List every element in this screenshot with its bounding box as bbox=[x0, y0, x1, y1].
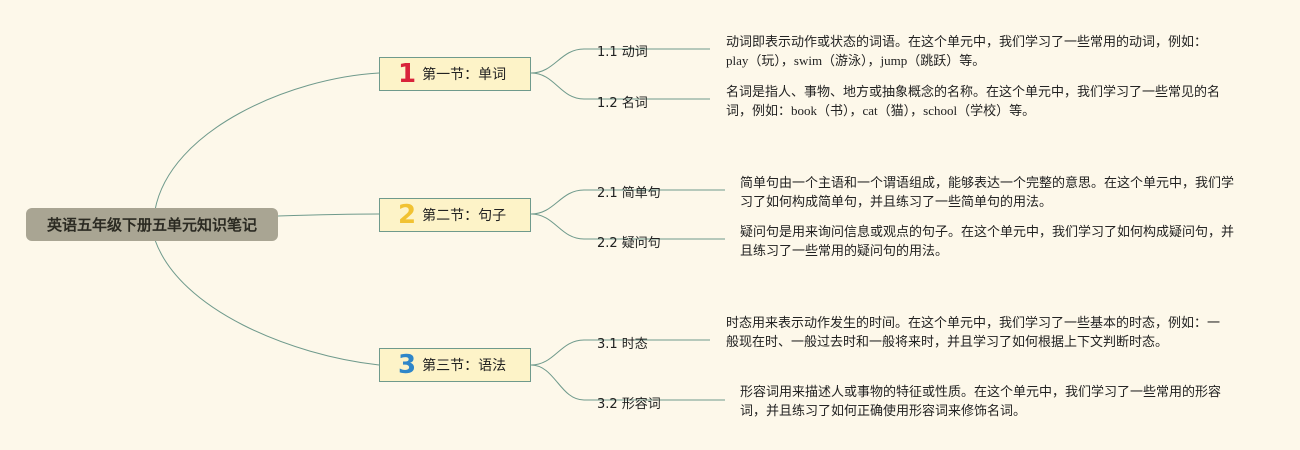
section-title: 第一节：单词 bbox=[422, 67, 507, 83]
description-3-2: 形容词用来描述人或事物的特征或性质。在这个单元中，我们学习了一些常用的形容词，并… bbox=[740, 384, 1222, 418]
number-two-icon: 2 bbox=[398, 200, 417, 230]
connector-root-s1 bbox=[154, 72, 380, 211]
description-3-1: 时态用来表示动作发生的时间。在这个单元中，我们学习了一些基本的时态，例如：一般现… bbox=[726, 315, 1221, 349]
number-three-icon: 3 bbox=[398, 350, 417, 380]
connector-s3-1 bbox=[530, 339, 710, 366]
description-2-2: 疑问句是用来询问信息或观点的句子。在这个单元中，我们学习了如何构成疑问句，并且练… bbox=[740, 224, 1235, 258]
subtopic-1-1[interactable]: 1.1 动词 bbox=[597, 45, 648, 60]
subtopic-3-2[interactable]: 3.2 形容词 bbox=[597, 397, 661, 412]
section-node-3[interactable]: 3 第三节：语法 bbox=[379, 348, 531, 382]
section-title: 第三节：语法 bbox=[422, 358, 507, 374]
connector-s1-1 bbox=[530, 48, 710, 74]
connector-root-s2 bbox=[277, 213, 380, 217]
subtopic-1-2[interactable]: 1.2 名词 bbox=[597, 96, 648, 111]
description-1-1: 动词即表示动作或状态的词语。在这个单元中，我们学习了一些常用的动词，例如：pla… bbox=[726, 34, 1208, 68]
section-node-1[interactable]: 1 第一节：单词 bbox=[379, 57, 531, 91]
root-title: 英语五年级下册五单元知识笔记 bbox=[46, 216, 257, 234]
connector-root-s3 bbox=[154, 239, 380, 366]
connector-s2-2 bbox=[530, 213, 725, 240]
root-node[interactable]: 英语五年级下册五单元知识笔记 bbox=[26, 208, 278, 241]
connector-s1-2 bbox=[530, 72, 710, 100]
section-node-2[interactable]: 2 第二节：句子 bbox=[379, 198, 531, 232]
subtopic-2-2[interactable]: 2.2 疑问句 bbox=[597, 236, 661, 251]
section-title: 第二节：句子 bbox=[422, 208, 507, 224]
subtopic-2-1[interactable]: 2.1 简单句 bbox=[597, 186, 661, 201]
connector-s3-2 bbox=[530, 364, 725, 401]
description-2-1: 简单句由一个主语和一个谓语组成，能够表达一个完整的意思。在这个单元中，我们学习了… bbox=[740, 175, 1235, 209]
description-1-2: 名词是指人、事物、地方或抽象概念的名称。在这个单元中，我们学习了一些常见的名词，… bbox=[726, 84, 1221, 118]
number-one-icon: 1 bbox=[398, 59, 417, 89]
connector-s2-1 bbox=[530, 189, 725, 215]
subtopic-3-1[interactable]: 3.1 时态 bbox=[597, 337, 648, 352]
